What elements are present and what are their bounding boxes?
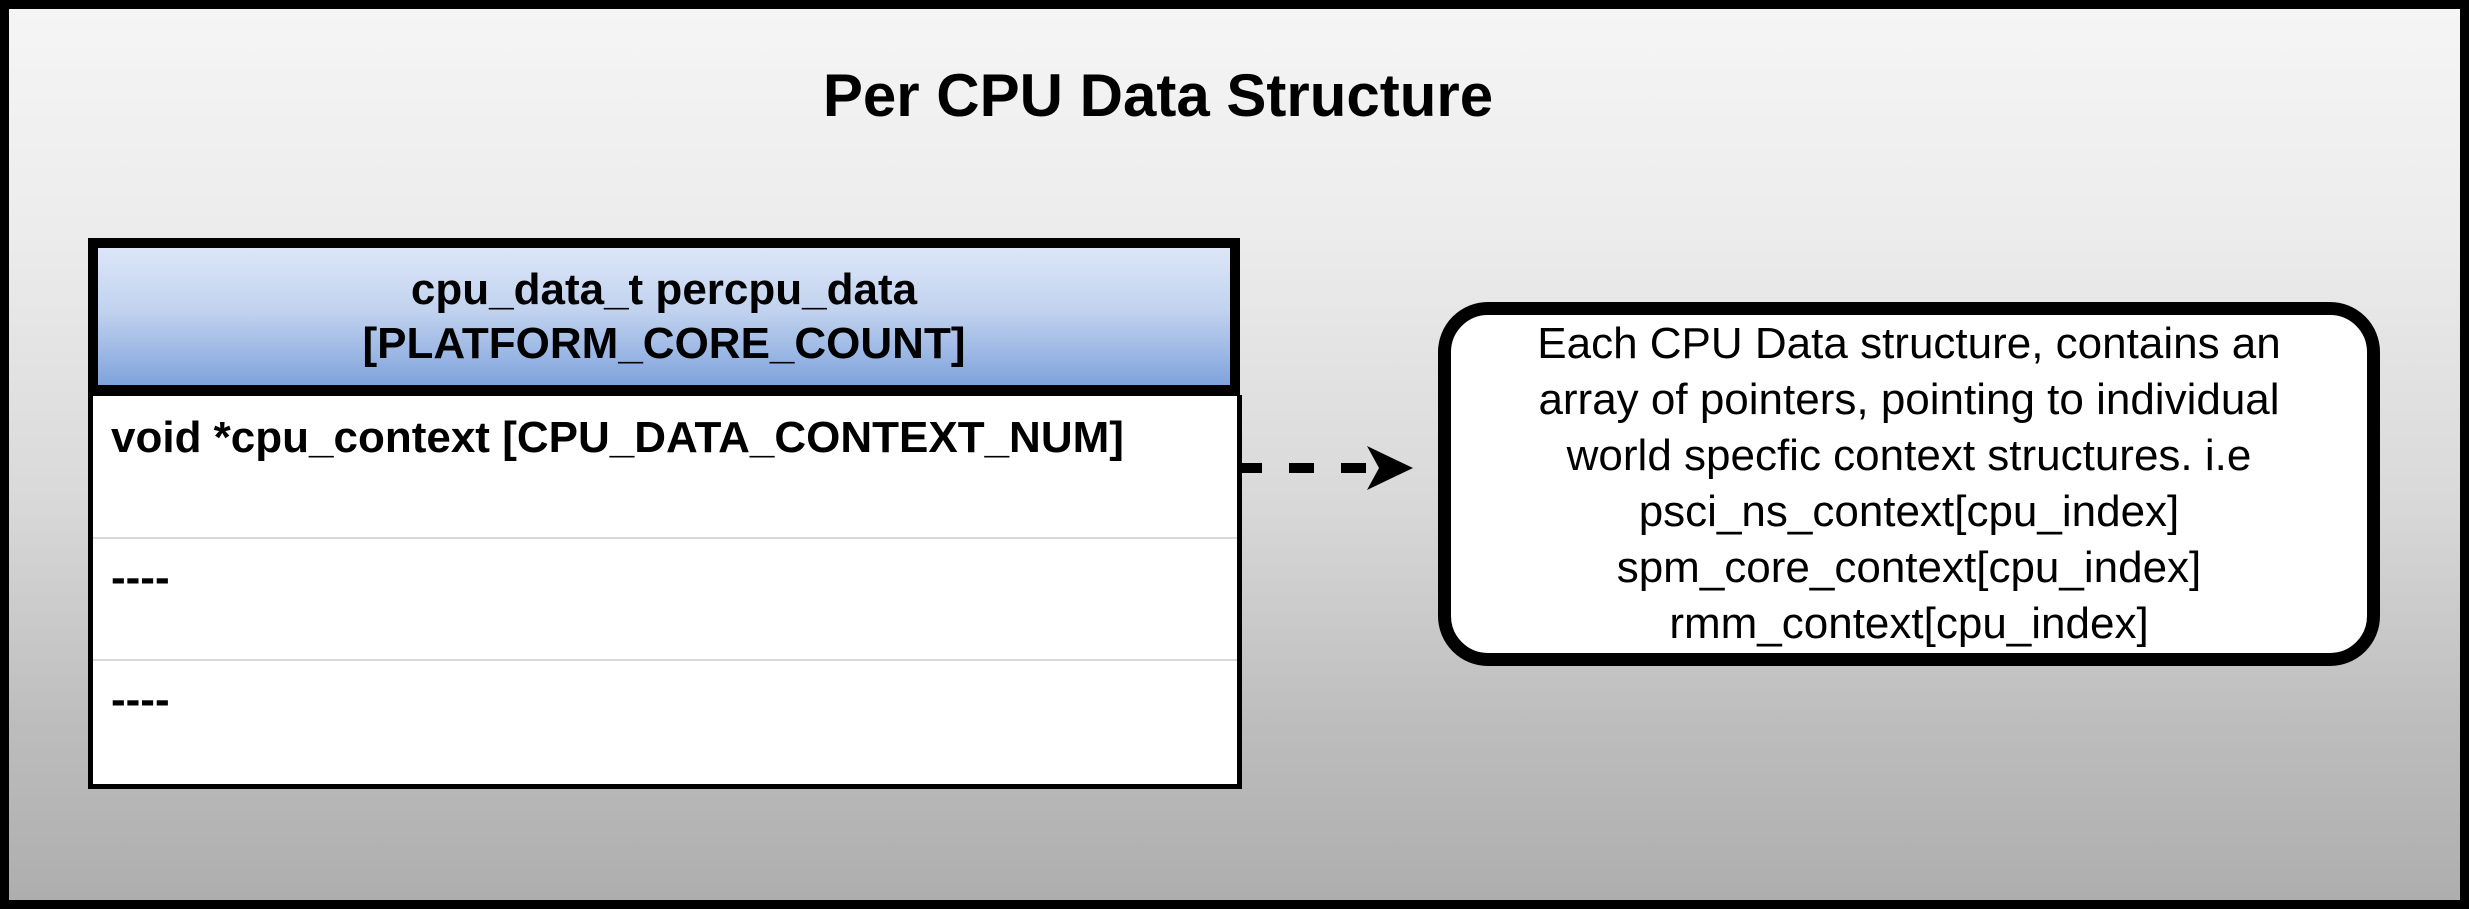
struct-header: cpu_data_t percpu_data [PLATFORM_CORE_CO… (88, 238, 1240, 395)
note-line-5: spm_core_context[cpu_index] (1616, 543, 2202, 592)
note-line-4: psci_ns_context[cpu_index] (1638, 487, 2180, 536)
note-line-1: Each CPU Data structure, contains an (1537, 319, 2281, 368)
diagram-title: Per CPU Data Structure (822, 62, 1494, 129)
row-separator (93, 537, 1237, 539)
note-line-2: array of pointers, pointing to individua… (1538, 375, 2280, 424)
struct-body: void *cpu_context [CPU_DATA_CONTEXT_NUM]… (88, 395, 1242, 789)
dashed-arrow (1237, 446, 1413, 490)
struct-header-line1: cpu_data_t percpu_data (410, 264, 918, 314)
row-separator (93, 659, 1237, 661)
struct-header-line2: [PLATFORM_CORE_COUNT] (362, 318, 966, 368)
struct-row-cpu-context: void *cpu_context [CPU_DATA_CONTEXT_NUM] (111, 413, 1124, 462)
note-line-3: world specfic context structures. i.e (1566, 431, 2252, 480)
note-callout: Each CPU Data structure, contains an arr… (1438, 302, 2380, 666)
struct-row-placeholder-1: ---- (111, 553, 170, 602)
struct-row-placeholder-2: ---- (111, 675, 170, 724)
note-line-6: rmm_context[cpu_index] (1669, 599, 2149, 648)
